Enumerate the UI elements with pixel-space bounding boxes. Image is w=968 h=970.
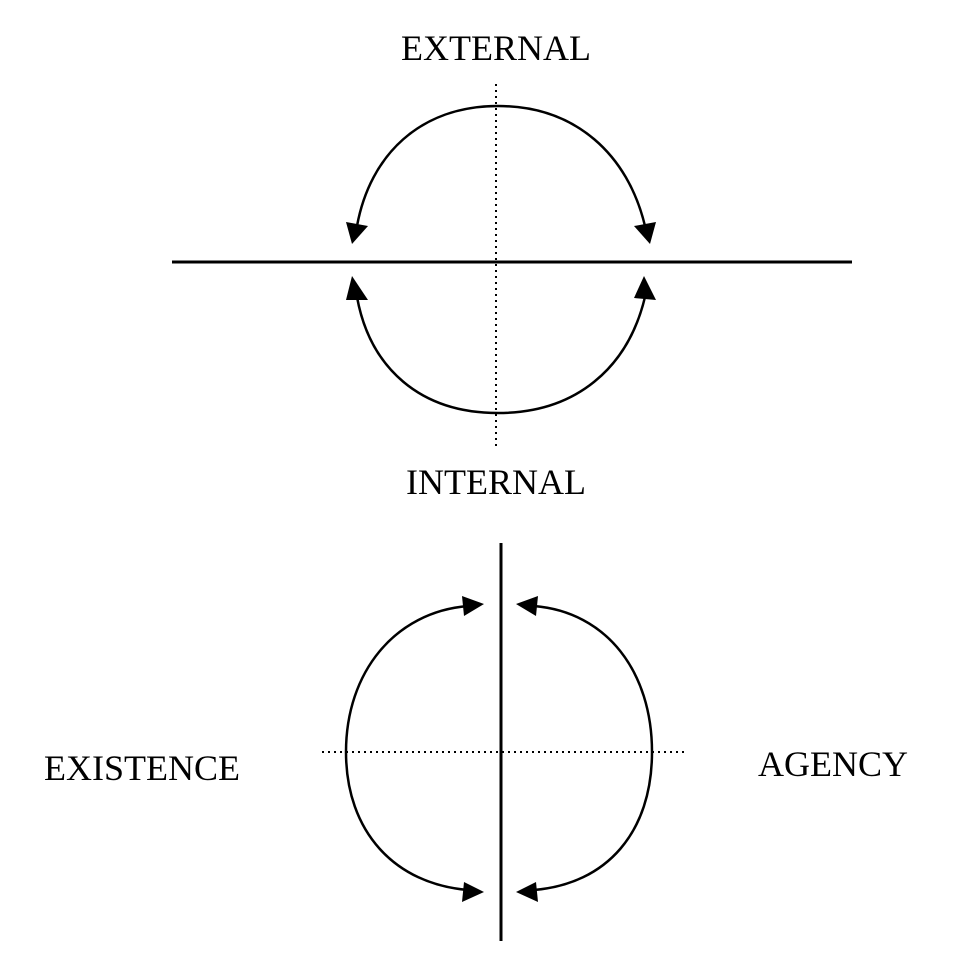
upper-cycle-arc [355,104,647,227]
right-cycle-arc [533,604,654,892]
agency-label: AGENCY [758,744,908,784]
right-bottom-arrowhead [516,882,538,902]
upper-right-arrowhead [634,222,656,244]
lower-left-arrowhead [346,276,368,300]
external-label: EXTERNAL [401,28,591,68]
right-top-arrowhead [516,596,538,616]
left-bottom-arrowhead [462,882,484,902]
existence-agency-diagram: EXISTENCE AGENCY [44,543,908,941]
lower-right-arrowhead [634,276,656,300]
upper-left-arrowhead [346,222,368,244]
existence-label: EXISTENCE [44,748,240,788]
internal-label: INTERNAL [406,462,586,502]
left-cycle-arc [344,604,469,892]
lower-cycle-arc [355,296,647,415]
left-top-arrowhead [462,596,484,616]
external-internal-diagram: EXTERNAL INTERNAL [172,28,852,502]
